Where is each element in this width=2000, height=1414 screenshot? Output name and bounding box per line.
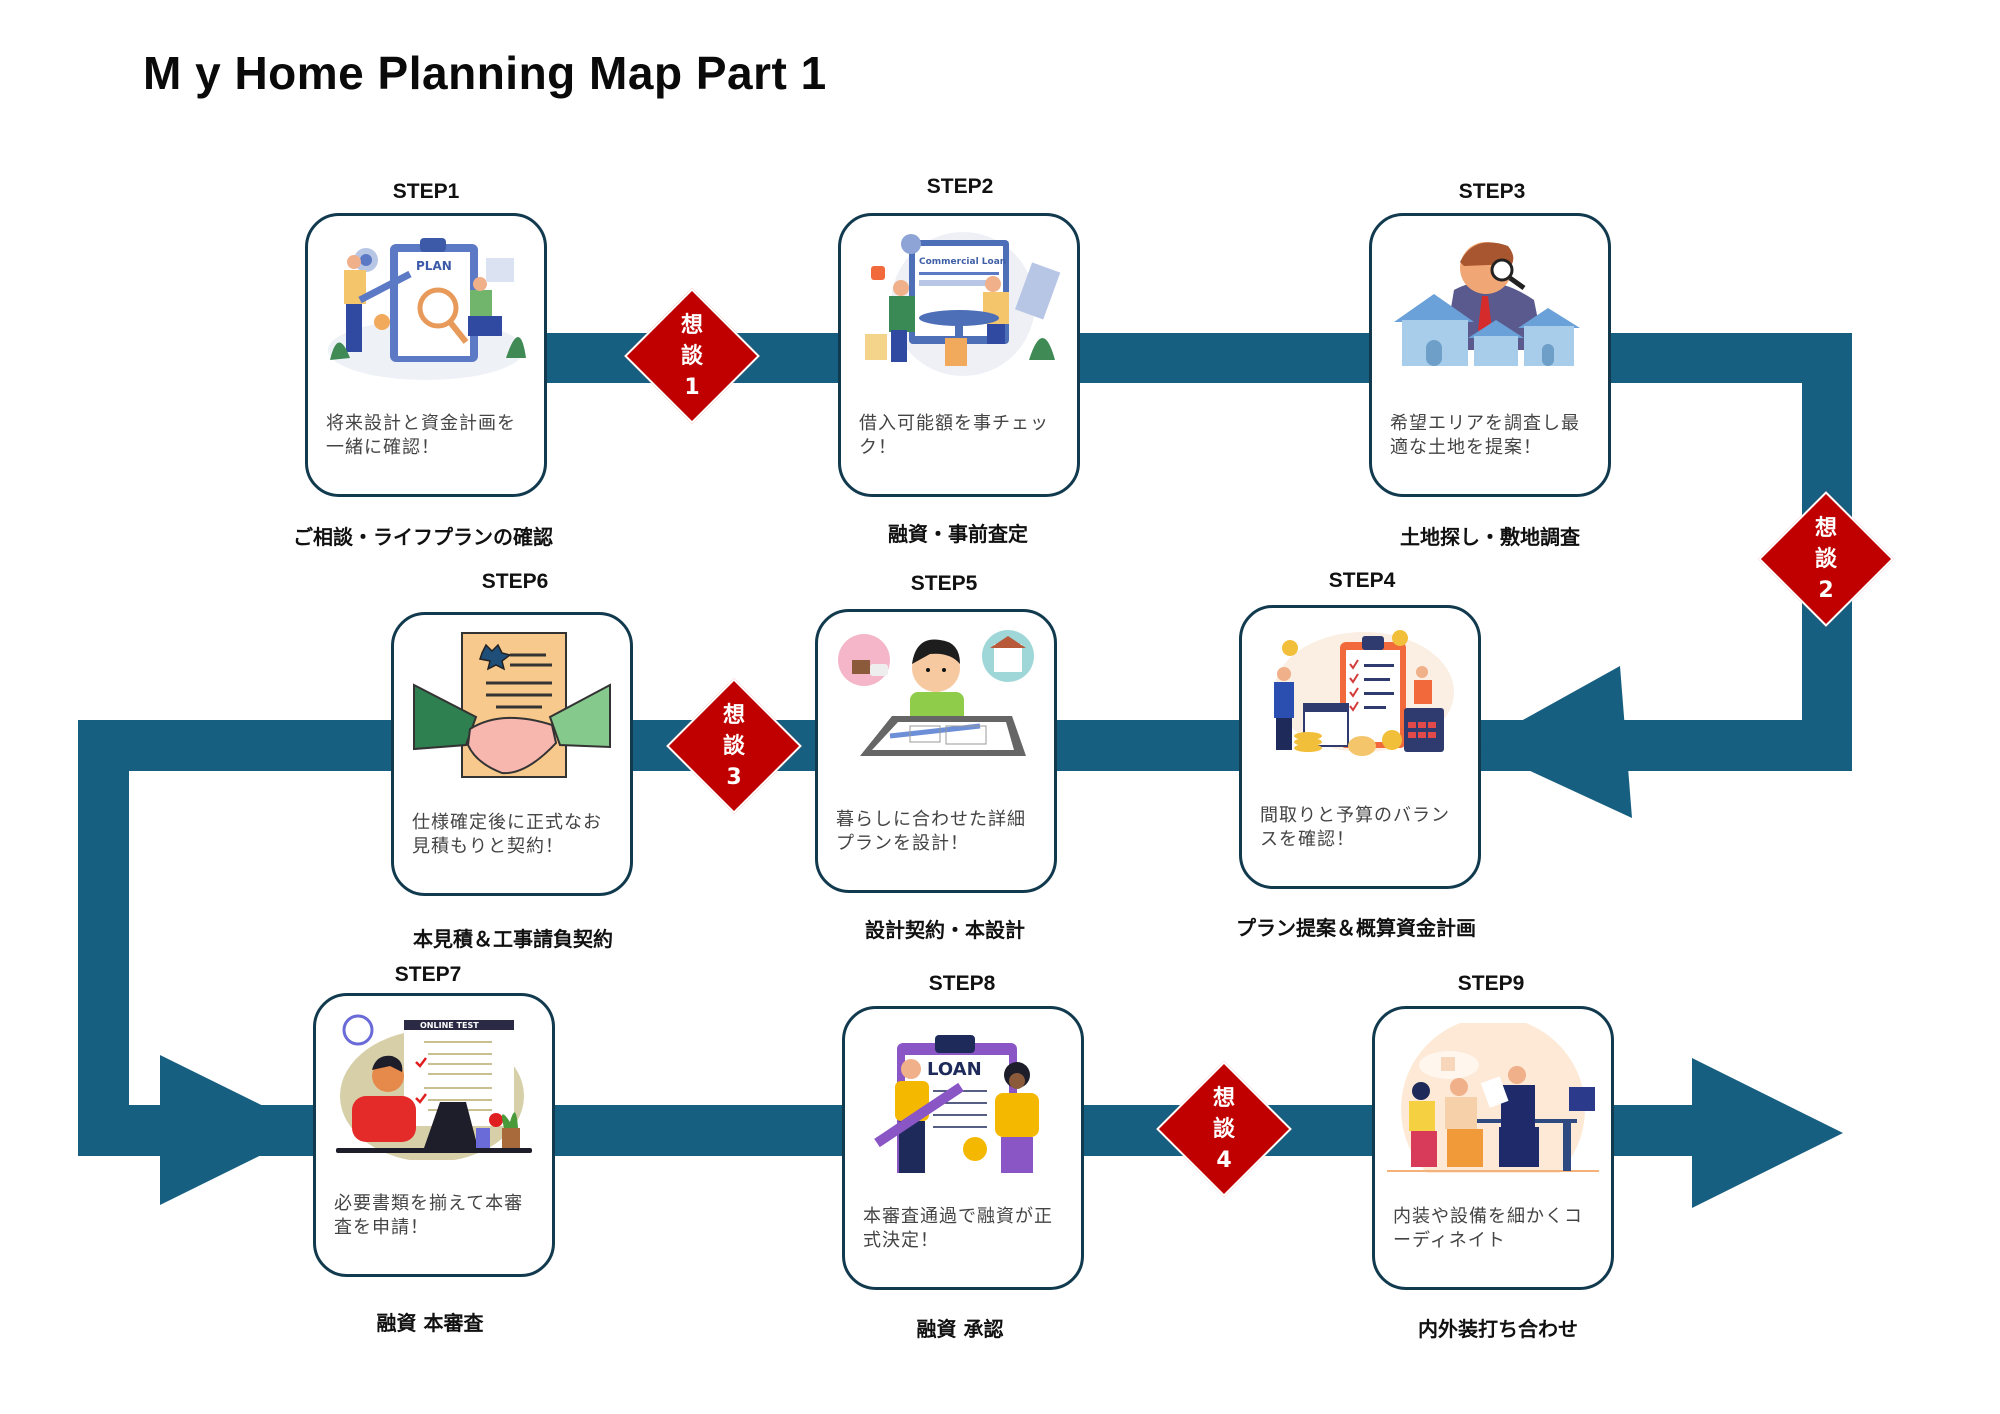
plan-illustration-icon: PLAN xyxy=(328,238,526,380)
step-description: 間取りと予算のバランスを確認！ xyxy=(1260,805,1450,850)
step-card-5: 暮らしに合わせた詳細プランを設計！ xyxy=(815,609,1057,893)
step-label: STEP1 xyxy=(392,180,460,203)
step-description: 仕様確定後に正式なお見積もりと契約！ xyxy=(412,812,602,857)
svg-text:ONLINE TEST: ONLINE TEST xyxy=(420,1021,479,1030)
step-description: 本審査通過で融資が正式決定！ xyxy=(863,1206,1053,1251)
step-label: STEP7 xyxy=(394,963,462,986)
step-caption: 本見積＆工事請負契約 xyxy=(413,927,613,951)
step-label: STEP3 xyxy=(1458,180,1526,203)
step-caption: 土地探し・敷地調査 xyxy=(1400,525,1580,549)
step-caption: 融資 本審査 xyxy=(376,1311,484,1335)
step-label: STEP9 xyxy=(1457,972,1525,995)
budget-checklist-illustration-icon xyxy=(1274,630,1454,756)
flow-arrowhead-end xyxy=(1692,1058,1843,1208)
step-caption: 融資 承認 xyxy=(916,1317,1004,1341)
step-label: STEP2 xyxy=(926,175,994,198)
step-card-1: PLAN 将来設計と資金計画を一緒に確認！ xyxy=(305,213,547,497)
svg-text:Commercial Loan: Commercial Loan xyxy=(919,257,1006,267)
step-description: 暮らしに合わせた詳細プランを設計！ xyxy=(836,809,1026,854)
step-card-6: 仕様確定後に正式なお見積もりと契約！ xyxy=(391,612,633,896)
step-card-4: 間取りと予算のバランスを確認！ xyxy=(1239,605,1481,889)
flow-arrowhead-into-step7 xyxy=(160,1055,312,1205)
online-test-illustration-icon: ONLINE TEST xyxy=(336,1014,532,1160)
step-description: 借入可能額を事チェック！ xyxy=(859,413,1049,458)
handshake-contract-icon xyxy=(413,632,611,778)
step-description: 将来設計と資金計画を一緒に確認！ xyxy=(326,413,516,458)
step-card-7: ONLINE TEST 必要書類を揃えて本審査を申請！ xyxy=(313,993,555,1277)
loan-approval-illustration-icon: LOAN xyxy=(874,1035,1039,1173)
commercial-loan-illustration-icon: Commercial Loan xyxy=(865,232,1061,376)
step-label: STEP6 xyxy=(481,570,549,593)
step-card-3: 希望エリアを調査し最適な土地を提案！ xyxy=(1369,213,1611,497)
step-caption: ご相談・ライフプランの確認 xyxy=(293,525,553,549)
step-description: 必要書類を揃えて本審査を申請！ xyxy=(334,1193,524,1238)
step-caption: 内外装打ち合わせ xyxy=(1418,1317,1578,1341)
step-label: STEP4 xyxy=(1328,569,1396,592)
meeting-illustration-icon xyxy=(1387,1023,1599,1173)
step-card-2: Commercial Loan 借入可能額を事チェック！ xyxy=(838,213,1080,497)
floorplan-design-illustration-icon xyxy=(838,630,1034,756)
step-label: STEP5 xyxy=(910,572,978,595)
step-description: 希望エリアを調査し最適な土地を提案！ xyxy=(1390,413,1580,458)
step-caption: プラン提案＆概算資金計画 xyxy=(1236,916,1476,940)
flow-arrowhead-left xyxy=(1476,666,1632,818)
flow-band-row1 xyxy=(540,333,1852,383)
svg-text:LOAN: LOAN xyxy=(927,1059,982,1080)
step-card-8: LOAN 本審査通過で融資が正式決定！ xyxy=(842,1006,1084,1290)
step-description: 内装や設備を細かくコーディネイト xyxy=(1393,1206,1583,1251)
step-card-9: 内装や設備を細かくコーディネイト xyxy=(1372,1006,1614,1290)
step-caption: 融資・事前査定 xyxy=(888,522,1028,546)
svg-text:PLAN: PLAN xyxy=(416,259,452,273)
house-search-illustration-icon xyxy=(1394,242,1580,366)
step-caption: 設計契約・本設計 xyxy=(865,918,1025,942)
page-title: M y Home Planning Map Part 1 xyxy=(143,47,827,99)
flow-band-left-vertical xyxy=(78,720,129,1156)
step-label: STEP8 xyxy=(928,972,996,995)
